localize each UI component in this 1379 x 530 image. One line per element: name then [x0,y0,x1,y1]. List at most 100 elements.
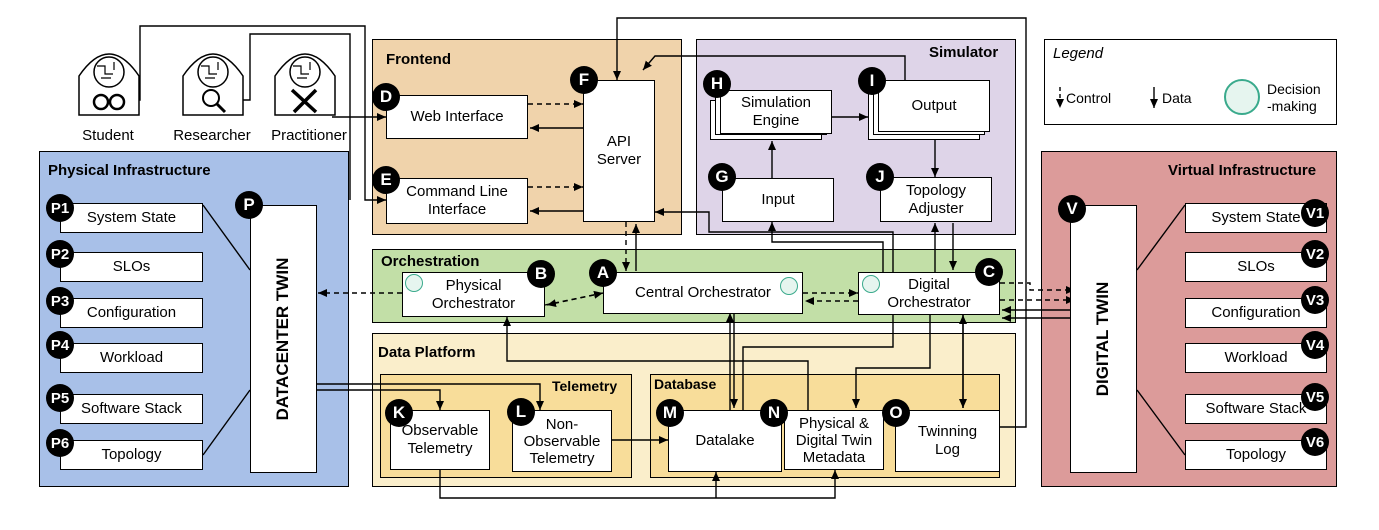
badge-p6: P6 [46,429,74,457]
simulator-title: Simulator [929,44,999,61]
non-observable-telemetry-box[interactable]: Non- Observable Telemetry [512,410,612,472]
datacenter-twin-box[interactable] [250,205,317,473]
frontend-title: Frontend [386,51,451,68]
badge-p5: P5 [46,384,74,412]
web-interface-box[interactable]: Web Interface [386,95,528,139]
virtual-infrastructure-title: Virtual Infrastructure [1168,162,1317,179]
badge-v: V [1058,195,1086,223]
metadata-label: Physical & Digital Twin Metadata [795,414,873,466]
api-server-box[interactable]: API Server [583,80,655,222]
simulation-engine-box[interactable]: Simulation Engine [720,90,832,134]
physical-item-label: SLOs [112,258,151,275]
twinning-log-label: Twinning Log [917,423,978,458]
virtual-item-topology[interactable]: Topology [1185,440,1327,470]
digital-twin-label: DIGITAL TWIN [1093,281,1112,397]
central-orchestrator-box[interactable]: Central Orchestrator [603,272,803,314]
metadata-box[interactable]: Physical & Digital Twin Metadata [784,410,884,470]
badge-d: D [372,83,400,111]
legend-region [1044,39,1337,125]
cli-label: Command Line Interface [406,183,508,218]
physical-item-label: Software Stack [81,400,182,417]
topology-adjuster-box[interactable]: Topology Adjuster [880,177,992,222]
virtual-item-slos[interactable]: SLOs [1185,252,1327,282]
actor-student-label: Student [82,127,134,144]
physical-item-system-state[interactable]: System State [60,203,203,233]
badge-v4: V4 [1301,331,1329,359]
physical-orchestrator-label: Physical Orchestrator [431,276,516,312]
badge-p: P [235,191,263,219]
simulation-engine-label: Simulation Engine [740,94,812,129]
actor-researcher[interactable]: Researcher [152,40,272,150]
badge-f: F [570,66,598,94]
badge-v6: V6 [1301,428,1329,456]
badge-j: J [866,163,894,191]
physical-item-configuration[interactable]: Configuration [60,298,203,328]
digital-twin-box[interactable] [1070,205,1137,473]
badge-e: E [372,166,400,194]
telemetry-title: Telemetry [552,378,618,394]
cli-box[interactable]: Command Line Interface [386,178,528,224]
badge-k: K [385,399,413,427]
api-server-label: API Server [596,133,642,168]
badge-i: I [858,67,886,95]
observable-telemetry-label: Observable Telemetry [401,422,479,457]
legend-data: Data [1162,90,1192,106]
badge-p3: P3 [46,287,74,315]
badge-c: C [975,258,1003,286]
physical-item-topology[interactable]: Topology [60,440,203,470]
virtual-item-label: Configuration [1211,304,1301,321]
physical-item-label: Topology [101,446,162,463]
physical-item-label: Workload [99,349,164,366]
decision-making-icon [780,277,798,295]
output-label: Output [911,97,957,114]
physical-item-workload[interactable]: Workload [60,343,203,373]
twinning-log-box[interactable]: Twinning Log [895,410,1000,472]
legend-title: Legend [1053,45,1104,62]
output-box[interactable]: Output [878,80,990,132]
physical-infrastructure-title: Physical Infrastructure [48,162,211,179]
virtual-item-configuration[interactable]: Configuration [1185,298,1327,328]
digital-orchestrator-label: Digital Orchestrator [887,275,971,311]
virtual-item-label: Software Stack [1205,400,1307,417]
web-interface-label: Web Interface [410,108,504,125]
actor-practitioner-label: Practitioner [271,127,347,144]
badge-o: O [882,399,910,427]
physical-item-software-stack[interactable]: Software Stack [60,394,203,424]
datalake-label: Datalake [695,432,755,449]
central-orchestrator-label: Central Orchestrator [635,284,771,301]
decision-making-icon [1224,79,1260,115]
badge-b: B [527,260,555,288]
orchestration-title: Orchestration [381,253,480,270]
input-label: Input [761,191,795,208]
badge-m: M [656,399,684,427]
virtual-item-label: SLOs [1237,258,1275,275]
badge-l: L [507,398,535,426]
brain-magnifier-icon [182,53,244,116]
tools-icon [274,53,336,116]
database-title: Database [654,376,717,392]
brain-icon [78,53,140,116]
legend-control: Control [1066,90,1112,106]
data-platform-title: Data Platform [378,344,476,361]
physical-item-slos[interactable]: SLOs [60,252,203,282]
badge-v5: V5 [1301,383,1329,411]
virtual-item-label: System State [1211,209,1301,226]
decision-making-icon [405,274,423,292]
observable-telemetry-box[interactable]: Observable Telemetry [390,410,490,470]
input-box[interactable]: Input [722,178,834,222]
badge-p1: P1 [46,194,74,222]
actor-student[interactable]: Student [48,40,168,150]
actor-researcher-label: Researcher [173,127,251,144]
badge-n: N [760,399,788,427]
virtual-item-workload[interactable]: Workload [1185,343,1327,373]
decision-making-icon [862,275,880,293]
topology-adjuster-label: Topology Adjuster [905,181,967,217]
physical-item-label: Configuration [86,304,177,321]
physical-orchestrator-box[interactable]: Physical Orchestrator [402,272,545,317]
badge-p2: P2 [46,240,74,268]
badge-h: H [703,70,731,98]
actor-practitioner[interactable]: Practitioner [255,40,375,150]
datacenter-twin-label: DATACENTER TWIN [273,257,292,421]
badge-p4: P4 [46,331,74,359]
